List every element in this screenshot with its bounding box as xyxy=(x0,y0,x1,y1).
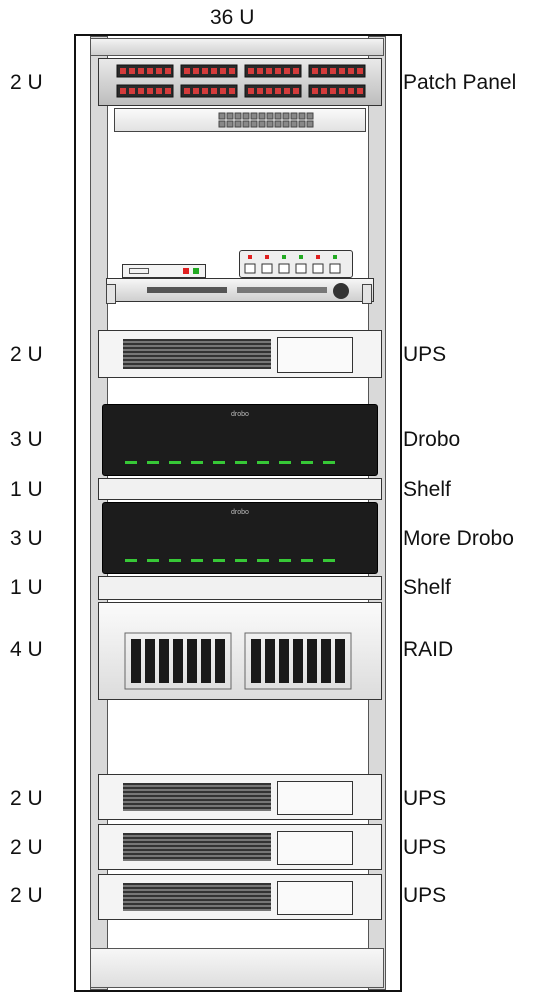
device-name-shelf-2: Shelf xyxy=(403,576,451,599)
ups-1 xyxy=(98,330,382,378)
device-name-shelf-1: Shelf xyxy=(403,478,451,501)
rack-base xyxy=(90,948,384,988)
drobo-2: drobo xyxy=(102,502,378,574)
unit-size-shelf-2: 1 U xyxy=(10,576,43,599)
small-switch-ports xyxy=(244,255,341,274)
raid-drive-bays xyxy=(124,632,352,690)
unit-size-ups-4: 2 U xyxy=(10,884,43,907)
media-converter xyxy=(122,264,206,278)
shelf-2 xyxy=(98,576,382,600)
patch-panel-ports xyxy=(116,64,366,98)
drobo-logo-2: drobo xyxy=(231,509,249,516)
rack-height-label: 36 U xyxy=(210,6,255,29)
ups-vent xyxy=(123,783,271,811)
unit-size-raid: 4 U xyxy=(10,638,43,661)
dell-server xyxy=(106,278,374,302)
ups-control-panel xyxy=(277,781,353,815)
unit-size-ups-2: 2 U xyxy=(10,787,43,810)
device-name-ups-2: UPS xyxy=(403,787,447,810)
unit-size-patch-panel: 2 U xyxy=(10,71,43,94)
dell-logo-icon xyxy=(333,283,349,299)
unit-size-shelf-1: 1 U xyxy=(10,478,43,501)
ups-2 xyxy=(98,774,382,820)
shelf-1 xyxy=(98,478,382,500)
ups-control-panel xyxy=(277,881,353,915)
shelf-ear-right xyxy=(362,284,372,304)
patch-panel xyxy=(98,58,382,106)
ups-vent xyxy=(123,339,271,369)
ups-vent xyxy=(123,883,271,911)
raid-array xyxy=(98,602,382,700)
unit-size-more-drobo: 3 U xyxy=(10,527,43,550)
ups-4 xyxy=(98,874,382,920)
network-switch xyxy=(114,108,366,132)
shelf-ear-left xyxy=(106,284,116,304)
ups-control-panel xyxy=(277,831,353,865)
server-drive-bay xyxy=(147,287,227,293)
ups-control-panel xyxy=(277,337,353,373)
server-rack: drobo drobo xyxy=(74,34,402,992)
ups-vent xyxy=(123,833,271,861)
drobo-led-row xyxy=(125,461,335,464)
device-name-ups-1: UPS xyxy=(403,343,447,366)
server-vent xyxy=(237,287,327,293)
ups-3 xyxy=(98,824,382,870)
drobo-logo: drobo xyxy=(231,411,249,418)
device-name-ups-3: UPS xyxy=(403,836,447,859)
device-name-ups-4: UPS xyxy=(403,884,447,907)
unit-size-ups-3: 2 U xyxy=(10,836,43,859)
device-name-more-drobo: More Drobo xyxy=(403,527,514,550)
device-name-drobo: Drobo xyxy=(403,428,461,451)
unit-size-ups-1: 2 U xyxy=(10,343,43,366)
device-name-patch-panel: Patch Panel xyxy=(403,71,517,94)
rack-top-rail xyxy=(90,38,384,56)
drobo-led-row-2 xyxy=(125,559,335,562)
device-name-raid: RAID xyxy=(403,638,454,661)
small-ethernet-switch xyxy=(239,250,353,278)
drobo-1: drobo xyxy=(102,404,378,476)
unit-size-drobo: 3 U xyxy=(10,428,43,451)
switch-ports xyxy=(218,112,314,128)
